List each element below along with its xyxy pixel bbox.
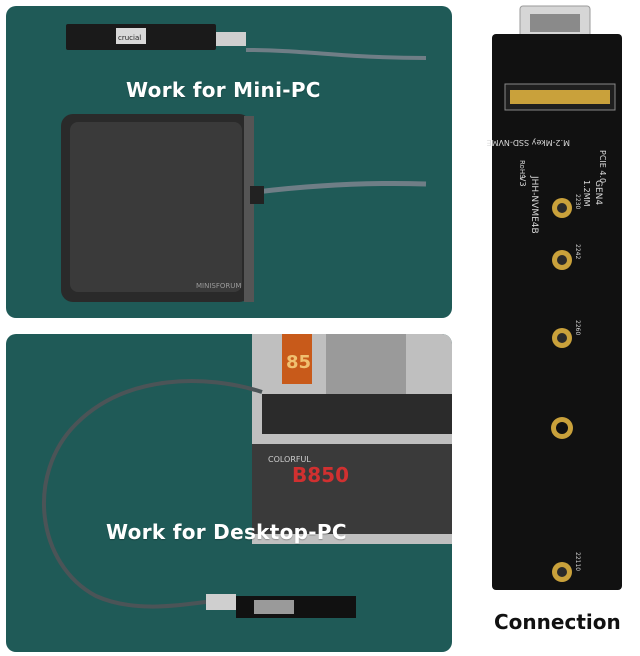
mount-hole-2230 [552, 198, 572, 218]
size-label-2242: 2242 [574, 244, 581, 259]
size-label-2230: 2230 [574, 194, 581, 209]
gpu-brand-text: COLORFUL [268, 455, 311, 464]
pcie-slot [262, 394, 452, 434]
mount-standoff [556, 422, 568, 434]
adapter-board-pcb [492, 34, 622, 590]
silkscreen-pcie: PCIE 4.0 [598, 150, 607, 183]
mini-pc-caption: Work for Mini-PC [126, 78, 321, 102]
desktop-pc-scene: 85 COLORFUL B850 [41, 334, 452, 618]
board-top-connector-opening [530, 14, 580, 32]
m2-slot [504, 83, 616, 111]
desktop-pc-panel: 85 COLORFUL B850 Work for Desktop-PC [6, 334, 452, 652]
board-gen-text: GEN4 [593, 180, 603, 205]
mini-pc-side [244, 116, 254, 302]
silkscreen-model: JHH-NVME4B V3 [518, 175, 539, 234]
mount-hole-2280 [551, 417, 573, 439]
size-label-2260: 2260 [574, 320, 581, 335]
mini-pc-panel: crucial MINISFORUM Work for Mini-PC [6, 6, 452, 318]
cable-loop [41, 379, 263, 609]
gpu-model-text: B850 [292, 463, 349, 487]
mini-pc-top [70, 122, 242, 292]
mount-hole-2242-center [557, 255, 567, 265]
mount-hole-2260-center [557, 333, 567, 343]
mount-hole-22110-center [557, 567, 567, 577]
adapter-connector [206, 594, 236, 610]
board-pcie-text: PCIE 4.0 [598, 150, 607, 183]
board-thickness-text: 1.2MM [582, 180, 591, 207]
cpu-heatsink [282, 334, 312, 384]
board-rohs-text: RoHS [518, 160, 526, 179]
cable-to-minipc [255, 180, 427, 195]
ssd-connector [216, 32, 246, 46]
size-label-22110: 22110 [574, 552, 581, 571]
board-top-connector [519, 5, 591, 41]
cpu-mark-text: 85 [286, 352, 311, 373]
cable-top [245, 48, 427, 60]
mini-pc-port [250, 186, 264, 204]
mount-hole-2230-center [557, 203, 567, 213]
ssd-brand-text: crucial [118, 34, 141, 42]
desktop-pc-caption: Work for Desktop-PC [106, 520, 347, 544]
connection-caption: Connection [494, 610, 621, 634]
silkscreen-labels: M.2-Mkey SSD-NVME [487, 138, 571, 147]
silkscreen-rohs: RoHS [518, 160, 526, 179]
gpu-card [252, 444, 452, 534]
adapter-chip [254, 600, 294, 614]
mount-hole-2260 [552, 328, 572, 348]
silkscreen-gen: GEN4 1.2MM [582, 180, 603, 207]
ssd-label [116, 28, 146, 44]
m2-slot-pins [510, 90, 610, 104]
board-model-text: JHH-NVME4B [529, 175, 539, 234]
mini-pc-brand-text: MINISFORUM [196, 282, 241, 290]
board-version-text: V3 [518, 176, 527, 187]
mini-pc-scene: crucial MINISFORUM [61, 24, 427, 302]
mount-hole-2242 [552, 250, 572, 270]
board-interface-text: M.2-Mkey SSD-NVME [487, 138, 571, 147]
mount-hole-22110 [552, 562, 572, 582]
